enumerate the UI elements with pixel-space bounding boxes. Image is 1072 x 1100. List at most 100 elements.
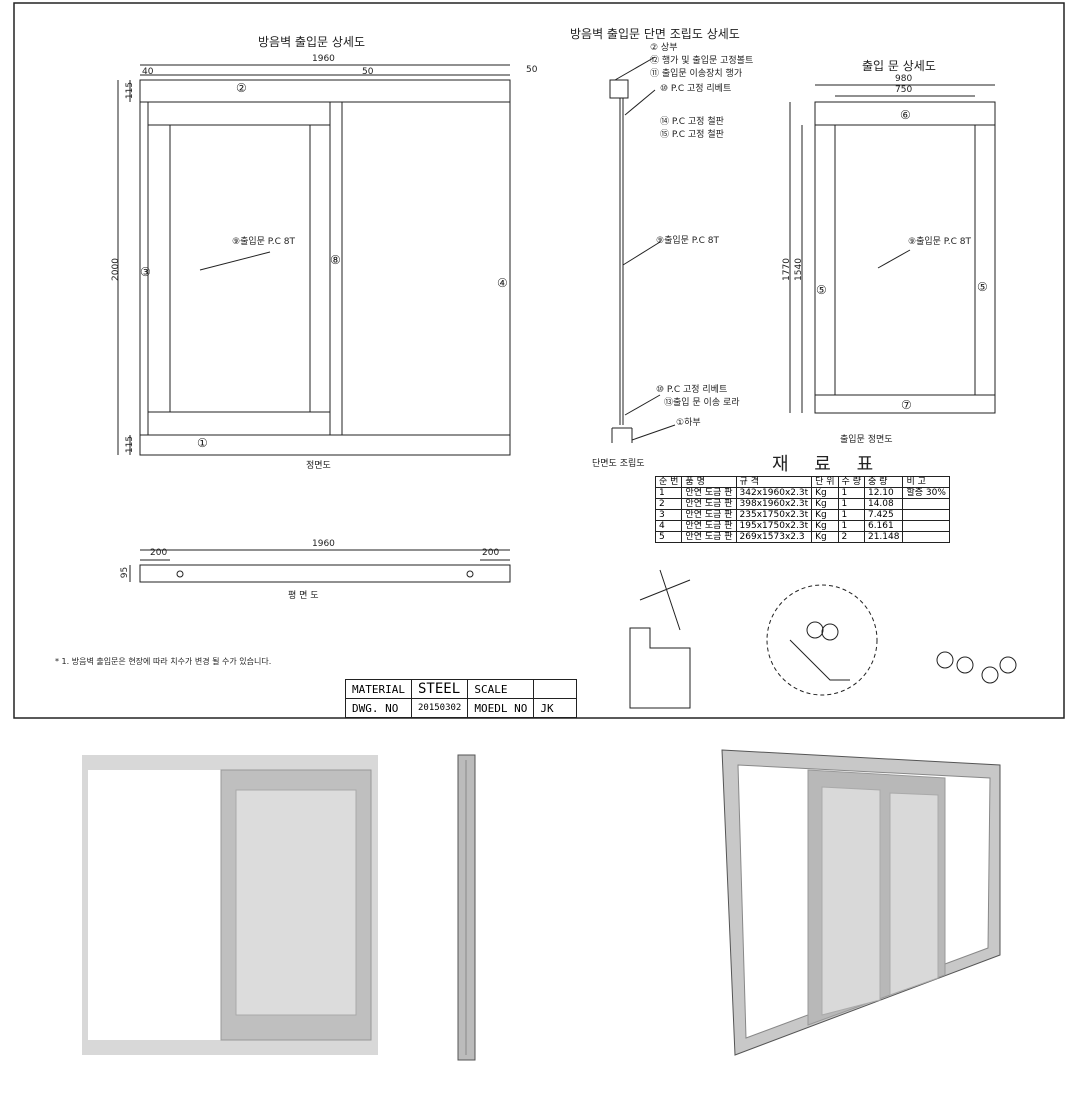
table-cell: Kg <box>811 531 839 543</box>
part-label-5: ⑤ <box>816 283 827 297</box>
table-cell: 1 <box>654 487 683 499</box>
section-label: ⑮ P.C 고정 철판 <box>660 130 724 140</box>
header-cell: 수 량 <box>837 476 865 488</box>
scale-label: SCALE <box>467 679 535 699</box>
door-pc-label: ⑨출입문 P.C 8T <box>908 237 972 247</box>
part-label-8: ⑧ <box>330 253 341 267</box>
door-detail-title: 출입 문 상세도 <box>862 59 936 73</box>
header-cell: 중 량 <box>863 476 904 488</box>
plan-dim-width: 1960 <box>312 539 335 549</box>
table-cell: 4 <box>654 520 683 532</box>
table-cell <box>902 520 950 532</box>
material-label: MATERIAL <box>345 679 412 699</box>
dim-width: 1960 <box>312 54 335 64</box>
section-label: ⑩ P.C 고정 리베트 <box>660 84 732 94</box>
header-cell: 품 명 <box>681 476 737 488</box>
table-cell: 3 <box>654 509 683 521</box>
front-view-title: 방음벽 출입문 상세도 <box>258 35 365 49</box>
dim-h2: 1540 <box>793 258 804 281</box>
table-cell: 21.148 <box>863 531 904 543</box>
front-view-caption: 정면도 <box>306 461 331 471</box>
table-cell: 1 <box>837 498 865 510</box>
table-cell: 6.161 <box>863 520 904 532</box>
table-cell: 1 <box>837 509 865 521</box>
dim-top: 115 <box>125 81 136 100</box>
header-cell: 순 번 <box>654 476 683 488</box>
part-label-6: ⑥ <box>900 108 911 122</box>
part-label-5: ⑤ <box>977 280 988 294</box>
table-cell <box>902 531 950 543</box>
table-cell: 14.08 <box>863 498 904 510</box>
dim-height: 2000 <box>110 258 121 281</box>
dim-h1: 1770 <box>781 258 792 281</box>
pc-label: ⑨출입문 P.C 8T <box>232 237 296 247</box>
part-label-4: ④ <box>497 276 508 290</box>
table-cell: 할증 30% <box>902 487 950 499</box>
table-cell: 269x1573x2.3 <box>735 531 813 543</box>
table-cell: 7.425 <box>863 509 904 521</box>
plan-view-caption: 평 면 도 <box>288 591 319 601</box>
section-label: ⑨출입문 P.C 8T <box>656 236 720 246</box>
section-label: ⑫ 행가 및 출입문 고정볼트 <box>650 56 754 66</box>
table-cell: 안연 도금 판 <box>681 509 737 521</box>
part-label-1: ① <box>197 436 208 450</box>
table-cell: 안연 도금 판 <box>681 520 737 532</box>
header-cell: 비 고 <box>902 476 950 488</box>
header-cell: 규 격 <box>735 476 813 488</box>
table-cell: 1 <box>837 520 865 532</box>
dim-left: 40 <box>142 67 154 77</box>
section-title: 방음벽 출입문 단면 조립도 상세도 <box>570 27 740 41</box>
table-cell: 1 <box>837 487 865 499</box>
table-cell: Kg <box>811 487 839 499</box>
section-label: ② 상부 <box>650 43 678 53</box>
section-label: ①하부 <box>676 418 701 428</box>
dwg-value: 20150302 <box>410 698 469 718</box>
dim-inner: 750 <box>895 85 913 95</box>
table-cell: 5 <box>654 531 683 543</box>
part-label-3: ③ <box>140 265 151 279</box>
table-cell: 235x1750x2.3t <box>735 509 813 521</box>
materials-title: 재 료 표 <box>772 454 884 475</box>
scale-value <box>533 679 578 699</box>
model-label: MOEDL NO <box>467 698 535 718</box>
part-label-7: ⑦ <box>901 398 912 412</box>
section-label: ⑬출입 문 이송 로라 <box>664 398 740 408</box>
note: * 1. 방음벽 출입문은 현장에 따라 치수가 변경 될 수가 있습니다. <box>55 657 272 666</box>
table-cell: 2 <box>837 531 865 543</box>
table-cell: 342x1960x2.3t <box>735 487 813 499</box>
material-value: STEEL <box>410 679 469 699</box>
table-cell: Kg <box>811 520 839 532</box>
door-caption: 출입문 정면도 <box>840 435 893 445</box>
table-cell: 2 <box>654 498 683 510</box>
section-caption: 단면도 조립도 <box>592 459 645 469</box>
table-cell: Kg <box>811 509 839 521</box>
table-cell: 398x1960x2.3t <box>735 498 813 510</box>
plan-dim-right: 200 <box>482 548 500 558</box>
part-label-2: ② <box>236 81 247 95</box>
table-header: 순 번 품 명 규 격 단 위 수 량 중 량 비 고 <box>654 476 950 488</box>
table-cell: Kg <box>811 498 839 510</box>
plan-dim-depth: 95 <box>120 566 131 579</box>
section-label: ⑪ 출입문 이송장치 행가 <box>650 69 743 79</box>
table-cell <box>902 498 950 510</box>
dim-bottom: 115 <box>125 435 136 454</box>
dwg-label: DWG. NO <box>345 698 412 718</box>
table-cell: 안연 도금 판 <box>681 531 737 543</box>
section-label: ⑩ P.C 고정 리베트 <box>656 385 728 395</box>
model-value: JK <box>533 698 578 718</box>
header-cell: 단 위 <box>811 476 839 488</box>
section-label: ⑭ P.C 고정 철판 <box>660 117 724 127</box>
table-cell: 12.10 <box>863 487 904 499</box>
table-cell: 195x1750x2.3t <box>735 520 813 532</box>
table-cell: 안연 도금 판 <box>681 487 737 499</box>
dim-mid: 50 <box>362 67 374 77</box>
